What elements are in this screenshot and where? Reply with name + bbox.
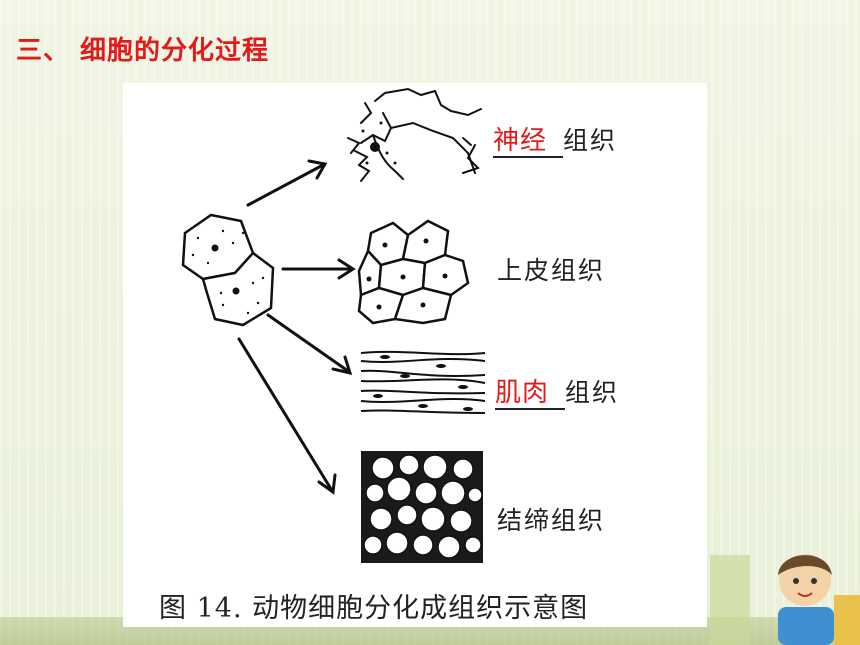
muscle-tissue-label: 肌肉组织 xyxy=(495,373,619,410)
cartoon-child-decoration xyxy=(710,554,860,645)
nerve-tissue-label: 神经组织 xyxy=(493,121,617,158)
connective-tissue xyxy=(361,451,483,563)
figure-drawing xyxy=(181,87,486,563)
parent-cells xyxy=(181,213,275,327)
connective-tissue-label: 结缔组织 xyxy=(497,506,606,535)
epithelial-tissue-label: 上皮组织 xyxy=(497,256,606,285)
muscle-tissue-suffix: 组织 xyxy=(565,378,620,407)
muscle-tissue xyxy=(360,350,486,414)
muscle-tissue-answer: 肌肉 xyxy=(495,378,565,410)
arrows xyxy=(237,159,356,495)
slide-heading: 三、 细胞的分化过程 xyxy=(16,36,270,66)
nerve-tissue-suffix: 组织 xyxy=(563,126,618,155)
nerve-cell xyxy=(347,87,482,182)
epithelial-cells xyxy=(357,219,470,325)
figure-caption: 图 14. 动物细胞分化成组织示意图 xyxy=(159,593,589,624)
nerve-tissue-answer: 神经 xyxy=(493,126,563,158)
differentiation-figure: 神经组织 上皮组织 肌肉组织 结缔组织 图 14. 动物细胞分化成组织示意图 xyxy=(123,83,707,627)
